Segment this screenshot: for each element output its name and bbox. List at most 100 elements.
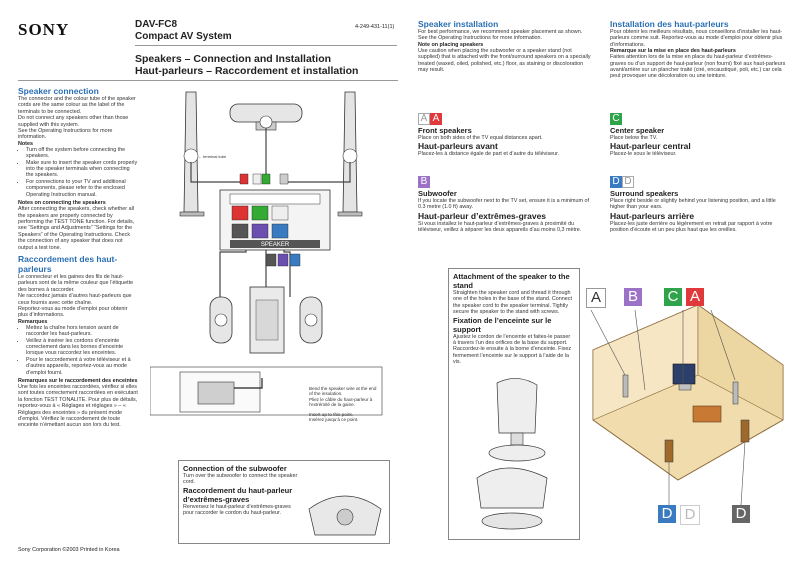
surround-label-outline: D — [622, 176, 634, 188]
installation-fr-heading: Installation des haut-parleurs — [610, 19, 729, 29]
remarques2-label: Remarques sur le raccordement des encein… — [18, 378, 138, 385]
center-label: C — [610, 113, 622, 125]
sofa-icon — [692, 405, 722, 423]
surround-heading-fr: Haut-parleurs arrière — [610, 210, 695, 221]
installation-fr-note-label: Remarque sur la mise en place des haut-p… — [610, 48, 736, 55]
center-heading-en: Center speaker — [610, 126, 665, 135]
front-label-outline: A — [418, 113, 430, 125]
connector-purple — [277, 253, 289, 267]
connector-red — [239, 173, 249, 185]
center-text-fr: Placez-le sous le téléviseur. — [610, 151, 677, 158]
surround-speaker-right — [299, 296, 323, 344]
terminal-tube-label: ← terminal tube — [198, 154, 227, 159]
subwoofer-conn-text-en: Turn over the subwoofer to connect the s… — [183, 473, 298, 486]
installation-note-label: Note on placing speakers — [418, 41, 484, 48]
model-block: DAV-FC8 Compact AV System — [135, 19, 232, 43]
raccordement-warning: Ne raccordez jamais d’autres haut-parleu… — [18, 293, 132, 306]
installation-note: Use caution when placing the subwoofer o… — [418, 47, 591, 74]
raccordement-see: Reportez-vous au mode d’emploi pour obte… — [18, 305, 128, 319]
surround-speaker-left — [209, 296, 233, 344]
room-placement-illustration — [590, 304, 784, 506]
note-item: Pour le raccordement à votre téléviseur … — [26, 357, 138, 376]
surround-heading-en: Surround speakers — [610, 189, 679, 198]
front-heading-fr: Haut-parleurs avant — [418, 141, 498, 152]
attach-text-en: Straighten the speaker cord and thread i… — [453, 290, 572, 316]
remarques2-text: Une fois les enceintes raccordées, vérif… — [18, 384, 138, 429]
room-label-b: B — [624, 288, 642, 306]
room-label-c: C — [664, 288, 682, 306]
terminal-detail-inset — [179, 371, 263, 413]
surround-label-filled: D — [610, 176, 622, 188]
subwoofer — [249, 286, 285, 354]
notes2-label: Notes on connecting the speakers — [18, 200, 106, 207]
subwoofer-heading-fr: Haut-parleur d’extrêmes-graves — [418, 210, 547, 221]
front-label-filled: A — [430, 113, 442, 125]
system-name: Compact AV System — [135, 31, 232, 42]
attachment-box: Attachment of the speaker to the stand S… — [448, 268, 580, 540]
connector-black — [265, 253, 277, 267]
notes-list: Turn off the system before connecting th… — [18, 147, 138, 198]
note-item: Make sure to insert the speaker cords pr… — [26, 160, 138, 179]
part-number: 4-249-431-11(1) — [355, 24, 395, 30]
stand-illustration — [476, 378, 548, 530]
connector-white — [252, 173, 262, 185]
installation-fr-note: Faites attention lors de la mise en plac… — [610, 54, 786, 80]
speaker-connection-see: See the Operating Instructions for more … — [18, 128, 113, 141]
installation-heading: Speaker installation — [418, 19, 499, 29]
main-unit-terminal-panel — [219, 189, 331, 251]
subwoofer-label: B — [418, 176, 430, 188]
attach-text-fr: Ajustez le cordon de l’enceinte et faite… — [453, 333, 572, 366]
remarques-list: Mettez la chaîne hors tension avant de r… — [18, 325, 138, 376]
connector-blue — [289, 253, 301, 267]
page-title: Speakers – Connection and Installation H… — [135, 53, 358, 77]
placement-center: C Center speaker Place below the TV. Hau… — [610, 108, 788, 158]
center-speaker — [229, 103, 303, 131]
front-text-fr: Placez-les à distance égale de part et d… — [418, 151, 560, 158]
center-heading-fr: Haut-parleur central — [610, 141, 691, 152]
subwoofer-text-en: If you locate the subwoofer next to the … — [418, 198, 589, 211]
attach-heading-en: Attachment of the speaker to the stand — [453, 272, 570, 290]
subwoofer-heading-en: Subwoofer — [418, 189, 457, 198]
speaker-connection-heading: Speaker connection — [18, 86, 99, 96]
speaker-connection-section: Speaker connection The connector and the… — [18, 86, 138, 429]
room-label-d-grey: D — [732, 505, 750, 523]
connector-grey — [279, 173, 289, 185]
note-item: Veillez à insérer les cordons d’enceinte… — [26, 338, 138, 357]
surround-text-en: Place right beside or slightly behind yo… — [610, 198, 776, 211]
raccordement-heading: Raccordement des haut-parleurs — [18, 253, 118, 274]
connection-diagram: SPEAKER ← terminal tube — [150, 91, 383, 416]
surround-text-fr: Placez-les juste derrière ou légèrement … — [610, 220, 773, 234]
title-fr: Haut-parleurs – Raccordement et installa… — [135, 65, 359, 77]
front-text-en: Place on both sides of the TV equal dist… — [418, 135, 543, 141]
tv-icon — [672, 363, 696, 385]
room-label-a-outline: A — [586, 288, 606, 308]
placement-subwoofer: B Subwoofer If you locate the subwoofer … — [418, 171, 593, 234]
attach-heading-fr: Fixation de l’enceinte sur le support — [453, 315, 552, 334]
connector-green — [261, 173, 271, 185]
footer-credit: Sony Corporation ©2003 Printed in Korea — [18, 547, 120, 553]
notes-label: Notes — [18, 140, 33, 147]
subwoofer-conn-heading-fr: Raccordement du haut-parleur d’extrêmes-… — [183, 485, 293, 504]
subwoofer-rear-illustration — [308, 495, 382, 536]
center-text-en: Place below the TV. — [610, 135, 658, 141]
subwoofer-conn-heading-en: Connection of the subwoofer — [183, 464, 287, 473]
remarques-label: Remarques — [18, 318, 48, 325]
header-rule — [135, 45, 397, 46]
speaker-connection-warning: Do not connect any speakers other than t… — [18, 115, 129, 128]
note-item: Mettez la chaîne hors tension avant de r… — [26, 325, 138, 338]
sony-logo: SONY — [18, 20, 70, 39]
speaker-panel-label: SPEAKER — [261, 242, 290, 248]
speaker-installation-section: Speaker installation For best performanc… — [418, 19, 593, 73]
callout-bend: Bend the speaker wire at the end of the … — [309, 386, 377, 408]
subwoofer-text-fr: Si vous installez le haut-parleur d’extr… — [418, 220, 582, 234]
front-heading-en: Front speakers — [418, 126, 472, 135]
notes2-text: After connecting the speakers, check whe… — [18, 206, 135, 251]
room-label-d-outline: D — [680, 505, 700, 525]
callout-insert: Insert up to this point. Insérez jusqu’à… — [309, 412, 359, 423]
installation-fr-text: Pour obtenir les meilleurs résultats, no… — [610, 29, 783, 48]
room-label-a: A — [686, 288, 704, 306]
room-label-d: D — [658, 505, 676, 523]
front-speaker-right — [337, 91, 363, 217]
